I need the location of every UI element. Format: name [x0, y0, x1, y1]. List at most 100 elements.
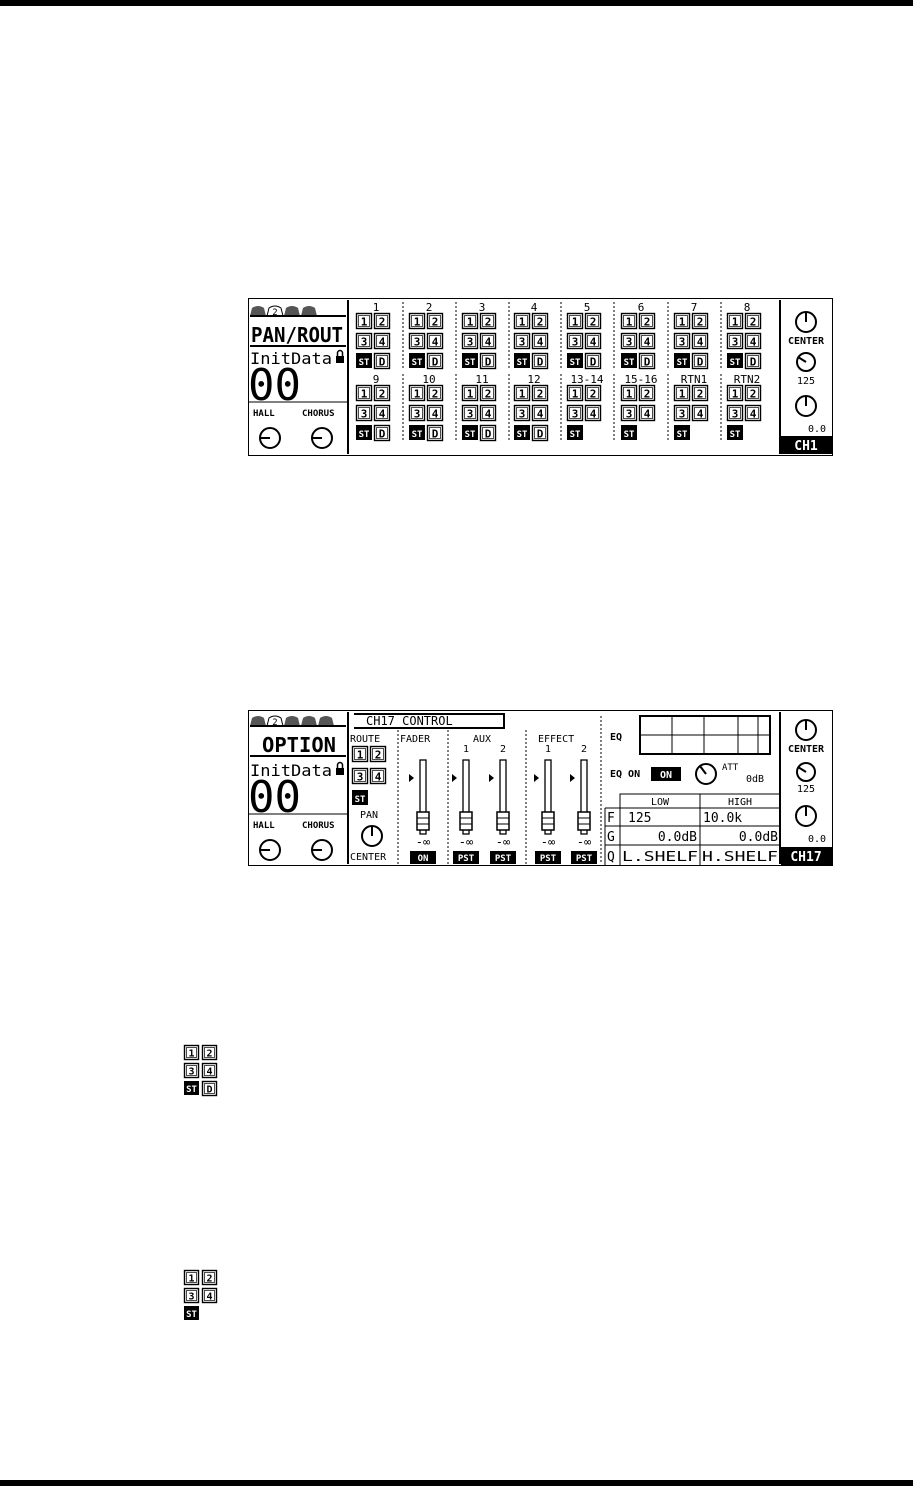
route-button-1[interactable]: 1	[351, 745, 369, 763]
route-button-1[interactable]: 1	[673, 312, 691, 330]
route-button-st[interactable]: ST	[409, 425, 425, 440]
route-button-st[interactable]: ST	[674, 425, 690, 440]
route-button-2[interactable]: 2	[531, 312, 549, 330]
route-button-3[interactable]: 3	[620, 332, 638, 350]
route-button-st[interactable]: ST	[621, 353, 637, 368]
route-button-d[interactable]: D	[638, 352, 656, 370]
route-button-1[interactable]: 1	[566, 312, 584, 330]
route-button-st-icon[interactable]: ST	[184, 1306, 199, 1320]
route-button-2[interactable]: 2	[638, 312, 656, 330]
route-button-st[interactable]: ST	[567, 353, 583, 368]
route-button-1[interactable]: 1	[513, 312, 531, 330]
route-button-st[interactable]: ST	[352, 790, 368, 805]
freq-knob[interactable]	[796, 352, 816, 372]
aux-2-fader[interactable]: 2-∞PST	[489, 744, 516, 864]
route-button-st[interactable]: ST	[514, 353, 530, 368]
channel-on-button[interactable]: ON	[410, 851, 436, 864]
route-button-3-icon[interactable]: 3	[183, 1287, 200, 1304]
route-button-st[interactable]: ST	[727, 425, 743, 440]
eq-on-button[interactable]: ON	[651, 767, 681, 781]
route-button-4[interactable]: 4	[638, 332, 656, 350]
route-button-4[interactable]: 4	[426, 332, 444, 350]
route-button-2[interactable]: 2	[426, 312, 444, 330]
route-button-st[interactable]: ST	[674, 353, 690, 368]
route-button-d[interactable]: D	[479, 424, 497, 442]
att-knob[interactable]	[695, 763, 717, 785]
fader-main[interactable]: -∞ON	[409, 759, 436, 864]
route-button-st[interactable]: ST	[462, 353, 478, 368]
route-button-1[interactable]: 1	[513, 384, 531, 402]
route-button-d[interactable]: D	[531, 424, 549, 442]
route-button-st[interactable]: ST	[567, 425, 583, 440]
route-button-4[interactable]: 4	[691, 332, 709, 350]
route-button-3[interactable]: 3	[673, 332, 691, 350]
pre-post-button[interactable]: PST	[571, 851, 597, 864]
route-button-4[interactable]: 4	[691, 404, 709, 422]
route-button-st[interactable]: ST	[621, 425, 637, 440]
route-button-3[interactable]: 3	[408, 332, 426, 350]
aux-1-fader[interactable]: 1-∞PST	[452, 744, 479, 864]
g-high[interactable]: 0.0dB	[739, 830, 778, 845]
route-button-3[interactable]: 3	[461, 332, 479, 350]
route-button-4[interactable]: 4	[373, 332, 391, 350]
route-button-d[interactable]: D	[373, 424, 391, 442]
route-button-1[interactable]: 1	[726, 384, 744, 402]
route-button-2[interactable]: 2	[373, 384, 391, 402]
effect-2-fader[interactable]: 2-∞PST	[570, 744, 597, 864]
route-button-st[interactable]: ST	[727, 353, 743, 368]
screen-tabs[interactable]: 2	[250, 305, 346, 318]
route-button-1[interactable]: 1	[620, 384, 638, 402]
route-button-3[interactable]: 3	[355, 332, 373, 350]
route-button-3[interactable]: 3	[355, 404, 373, 422]
route-button-4[interactable]: 4	[426, 404, 444, 422]
route-button-4[interactable]: 4	[369, 767, 387, 785]
route-button-3[interactable]: 3	[620, 404, 638, 422]
route-button-4[interactable]: 4	[744, 332, 762, 350]
screen-tabs[interactable]: 2	[250, 715, 346, 728]
route-button-d[interactable]: D	[479, 352, 497, 370]
route-button-3[interactable]: 3	[726, 332, 744, 350]
pan-knob-right[interactable]	[795, 719, 817, 741]
chorus-knob[interactable]	[311, 839, 333, 861]
route-button-4[interactable]: 4	[638, 404, 656, 422]
route-button-3[interactable]: 3	[726, 404, 744, 422]
pre-post-button[interactable]: PST	[453, 851, 479, 864]
f-high[interactable]: 10.0k	[703, 811, 742, 826]
route-button-2[interactable]: 2	[691, 312, 709, 330]
route-button-4-icon[interactable]: 4	[201, 1062, 218, 1079]
route-button-1[interactable]: 1	[620, 312, 638, 330]
route-button-2[interactable]: 2	[744, 312, 762, 330]
pre-post-button[interactable]: PST	[490, 851, 516, 864]
route-button-2[interactable]: 2	[744, 384, 762, 402]
route-button-2[interactable]: 2	[691, 384, 709, 402]
route-button-4[interactable]: 4	[531, 332, 549, 350]
route-button-2[interactable]: 2	[369, 745, 387, 763]
route-button-4[interactable]: 4	[744, 404, 762, 422]
route-button-1[interactable]: 1	[461, 384, 479, 402]
freq-knob[interactable]	[796, 762, 816, 782]
route-button-4[interactable]: 4	[531, 404, 549, 422]
fader-knob[interactable]	[496, 811, 510, 831]
route-button-4[interactable]: 4	[479, 404, 497, 422]
route-button-3[interactable]: 3	[566, 332, 584, 350]
route-button-3[interactable]: 3	[566, 404, 584, 422]
route-button-1-icon[interactable]: 1	[183, 1044, 200, 1061]
route-button-1[interactable]: 1	[726, 312, 744, 330]
route-button-d[interactable]: D	[426, 352, 444, 370]
fader-knob[interactable]	[541, 811, 555, 831]
route-button-4[interactable]: 4	[584, 404, 602, 422]
q-low[interactable]: L.SHELF	[622, 850, 698, 865]
fader-knob[interactable]	[577, 811, 591, 831]
route-button-1-icon[interactable]: 1	[183, 1269, 200, 1286]
route-button-2[interactable]: 2	[479, 312, 497, 330]
gain-knob[interactable]	[795, 805, 817, 827]
route-button-2[interactable]: 2	[584, 312, 602, 330]
route-button-1[interactable]: 1	[355, 384, 373, 402]
route-button-4[interactable]: 4	[584, 332, 602, 350]
route-button-st[interactable]: ST	[462, 425, 478, 440]
pre-post-button[interactable]: PST	[535, 851, 561, 864]
route-button-1[interactable]: 1	[408, 312, 426, 330]
route-button-1[interactable]: 1	[673, 384, 691, 402]
route-button-2[interactable]: 2	[426, 384, 444, 402]
hall-knob[interactable]	[259, 839, 281, 861]
